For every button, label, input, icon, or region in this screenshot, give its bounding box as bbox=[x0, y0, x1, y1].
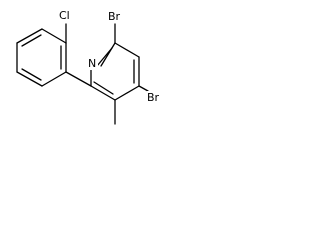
bond-ph3-ph4 bbox=[16, 28, 43, 44]
bond-c5-c6-double bbox=[93, 81, 114, 95]
phenyl-ring bbox=[16, 28, 67, 87]
bond-ph3-ph4-double bbox=[21, 34, 42, 47]
bond-ph5-ph6 bbox=[16, 71, 43, 87]
bond-c2-c3 bbox=[114, 42, 140, 58]
nitrogen-label: N bbox=[88, 57, 96, 70]
bond-c5-c6 bbox=[90, 85, 116, 101]
bond-ph6-ph1 bbox=[41, 71, 67, 87]
bromine-right-bg bbox=[147, 91, 163, 104]
bromine-top-label: Br bbox=[108, 10, 121, 23]
bromine-top-bg bbox=[108, 10, 124, 23]
pyridine-ring bbox=[90, 42, 140, 101]
bond-c4-br-right bbox=[138, 85, 149, 92]
bond-c6-phenyl bbox=[65, 71, 92, 87]
nitrogen-bg bbox=[88, 57, 98, 70]
bond-n-c2 bbox=[100, 42, 116, 67]
chemical-structure-diagram: Br Br N Cl bbox=[16, 9, 163, 125]
bond-c4-c5 bbox=[114, 85, 140, 101]
chlorine-bg bbox=[59, 9, 73, 22]
bond-ph5-ph6-double bbox=[21, 68, 42, 81]
bond-ph2-ph3 bbox=[41, 28, 67, 44]
chlorine-label: Cl bbox=[59, 9, 70, 22]
bromine-right-label: Br bbox=[147, 91, 160, 104]
bond-n-c2-double bbox=[96, 47, 113, 67]
